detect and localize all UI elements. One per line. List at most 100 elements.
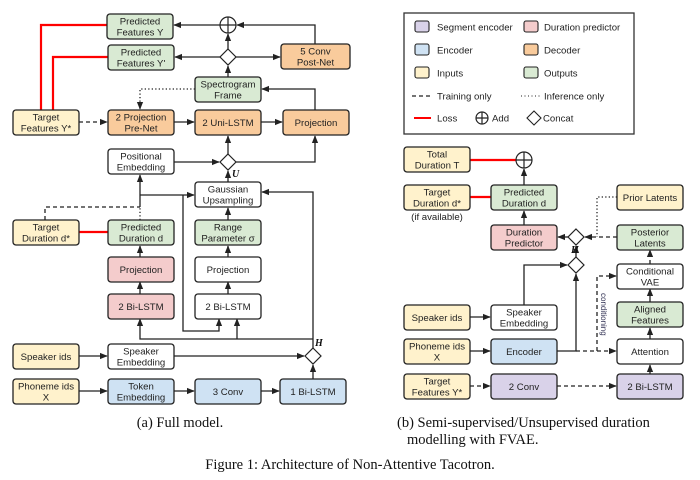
loss-line — [51, 55, 108, 110]
box-label: Phoneme ids — [409, 341, 465, 352]
legend-item-inputs: Inputs — [414, 66, 463, 80]
legend-item-outputs: Outputs — [523, 66, 578, 80]
box-label: 2 Projection — [116, 112, 167, 123]
add-icon — [475, 111, 489, 125]
box-label: Aligned — [634, 304, 666, 315]
box-background — [403, 184, 471, 211]
box-label: Speaker ids — [412, 313, 463, 324]
box-background — [616, 338, 684, 365]
box-background — [279, 378, 347, 405]
legend-label: Add — [492, 114, 509, 125]
box-label: Pre-Net — [124, 123, 157, 134]
box-label: 5 Conv — [300, 46, 331, 57]
box-background — [616, 263, 684, 290]
connector-line — [136, 318, 313, 340]
box-label: Embedding — [500, 318, 549, 329]
legend-swatch — [523, 20, 539, 33]
box-label: Spectrogram — [201, 79, 256, 90]
conditioning-label: conditioning — [599, 293, 608, 336]
a-spk-ids-box: Speaker ids — [12, 343, 80, 370]
box-label: X — [434, 352, 441, 363]
box-label: Predicted — [120, 16, 161, 27]
box-label: Encoder — [506, 347, 543, 358]
box-label: Embedding — [117, 357, 166, 368]
box-label: Token — [128, 381, 154, 392]
legend-item-decoder: Decoder — [523, 43, 581, 57]
box-background — [107, 343, 175, 370]
box-label: Gaussian — [208, 184, 249, 195]
box-label: Target — [33, 222, 60, 233]
box-label: Duration d — [119, 233, 163, 244]
box-background — [490, 373, 558, 400]
box-background — [107, 148, 175, 175]
box-background — [490, 338, 558, 365]
legend-label: Outputs — [544, 69, 578, 80]
legend-item-duration-predictor: Duration predictor — [523, 20, 621, 34]
legend-swatch — [523, 43, 539, 56]
panel-b-caption-line-2: modelling with FVAE. — [407, 432, 538, 448]
legend-item-add: Add — [475, 111, 509, 125]
box-label: 2 Conv — [509, 382, 540, 393]
connector-line — [44, 206, 140, 220]
box-label: Phoneme ids — [18, 381, 74, 392]
box-label: Positional — [120, 151, 162, 162]
box-background — [403, 373, 471, 400]
box-label: Target — [424, 187, 451, 198]
legend-label: Loss — [437, 114, 457, 125]
var-h-label: H — [570, 245, 580, 256]
connector-line — [236, 21, 316, 44]
box-label: Posterior — [631, 227, 670, 238]
box-background — [194, 181, 262, 208]
legend-label: Decoder — [544, 46, 581, 57]
box-label: Conditional — [626, 266, 674, 277]
box-background — [12, 219, 80, 246]
box-background — [107, 378, 175, 405]
legend-item-inference-only: Inference only — [521, 92, 604, 103]
box-background — [616, 224, 684, 251]
box-background — [490, 224, 558, 251]
concat-icon — [219, 153, 237, 171]
box-background — [616, 184, 684, 211]
box-background — [490, 184, 558, 211]
box-label: Projection — [120, 265, 163, 276]
box-background — [194, 378, 262, 405]
box-background — [107, 109, 175, 136]
box-background — [282, 109, 350, 136]
box-label: Target — [424, 376, 451, 387]
panel-a-caption: (a) Full model. — [137, 415, 224, 431]
box-label: Post-Net — [297, 57, 335, 68]
a-range-bilstm-box: 2 Bi-LSTM — [194, 293, 262, 320]
box-background — [403, 146, 471, 173]
box-background — [194, 219, 262, 246]
concat-icon — [526, 110, 542, 126]
box-background — [106, 13, 174, 40]
box-label: X — [43, 392, 50, 403]
box-label: Target — [33, 112, 60, 123]
connector-line — [596, 196, 617, 237]
box-label: 2 Bi-LSTM — [205, 302, 250, 313]
box-label: VAE — [641, 277, 659, 288]
a-range-proj-box: Projection — [194, 256, 262, 283]
connector-line — [523, 261, 568, 305]
box-background — [194, 256, 262, 283]
concat-icon — [567, 228, 585, 246]
legend-label: Encoder — [437, 46, 474, 57]
box-background — [107, 256, 175, 283]
legend-label: Training only — [437, 92, 492, 103]
legend-swatch — [414, 43, 430, 56]
